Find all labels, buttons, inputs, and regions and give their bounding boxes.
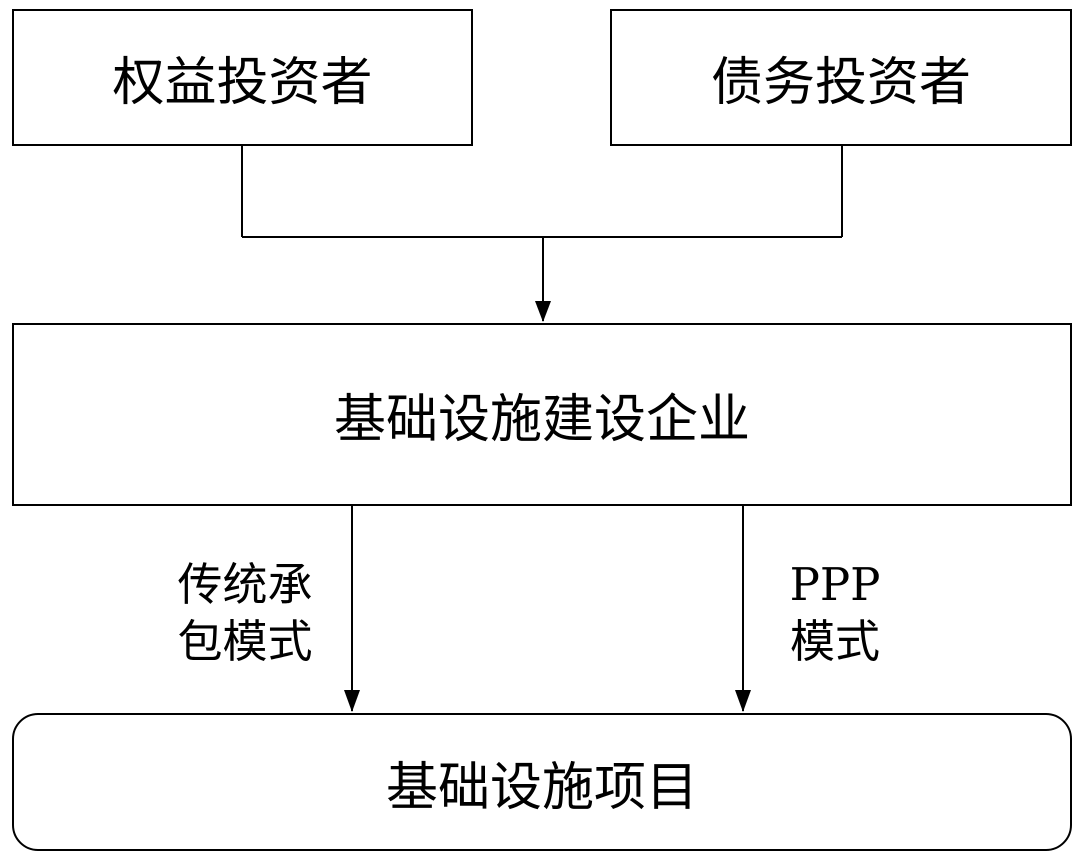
traditional-mode-label: 传统承 包模式 — [150, 556, 340, 670]
arrowhead-traditional — [344, 690, 360, 712]
project-box: 基础设施项目 — [12, 713, 1072, 851]
ppp-mode-label: PPP 模式 — [760, 556, 910, 670]
arrowhead-enterprise — [535, 301, 551, 322]
enterprise-box: 基础设施建设企业 — [12, 323, 1072, 506]
debt-investor-box: 债务投资者 — [610, 9, 1072, 146]
arrowhead-ppp — [735, 690, 751, 712]
traditional-mode-line1: 传统承 — [177, 558, 313, 611]
traditional-mode-line2: 包模式 — [177, 615, 313, 668]
equity-investor-label: 权益投资者 — [112, 53, 373, 113]
debt-investor-label: 债务投资者 — [710, 53, 971, 113]
enterprise-label: 基础设施建设企业 — [333, 390, 750, 450]
project-label: 基础设施项目 — [385, 757, 698, 818]
equity-investor-box: 权益投资者 — [12, 9, 473, 146]
ppp-mode-line1: PPP — [789, 558, 881, 611]
ppp-mode-line2: 模式 — [789, 615, 880, 668]
